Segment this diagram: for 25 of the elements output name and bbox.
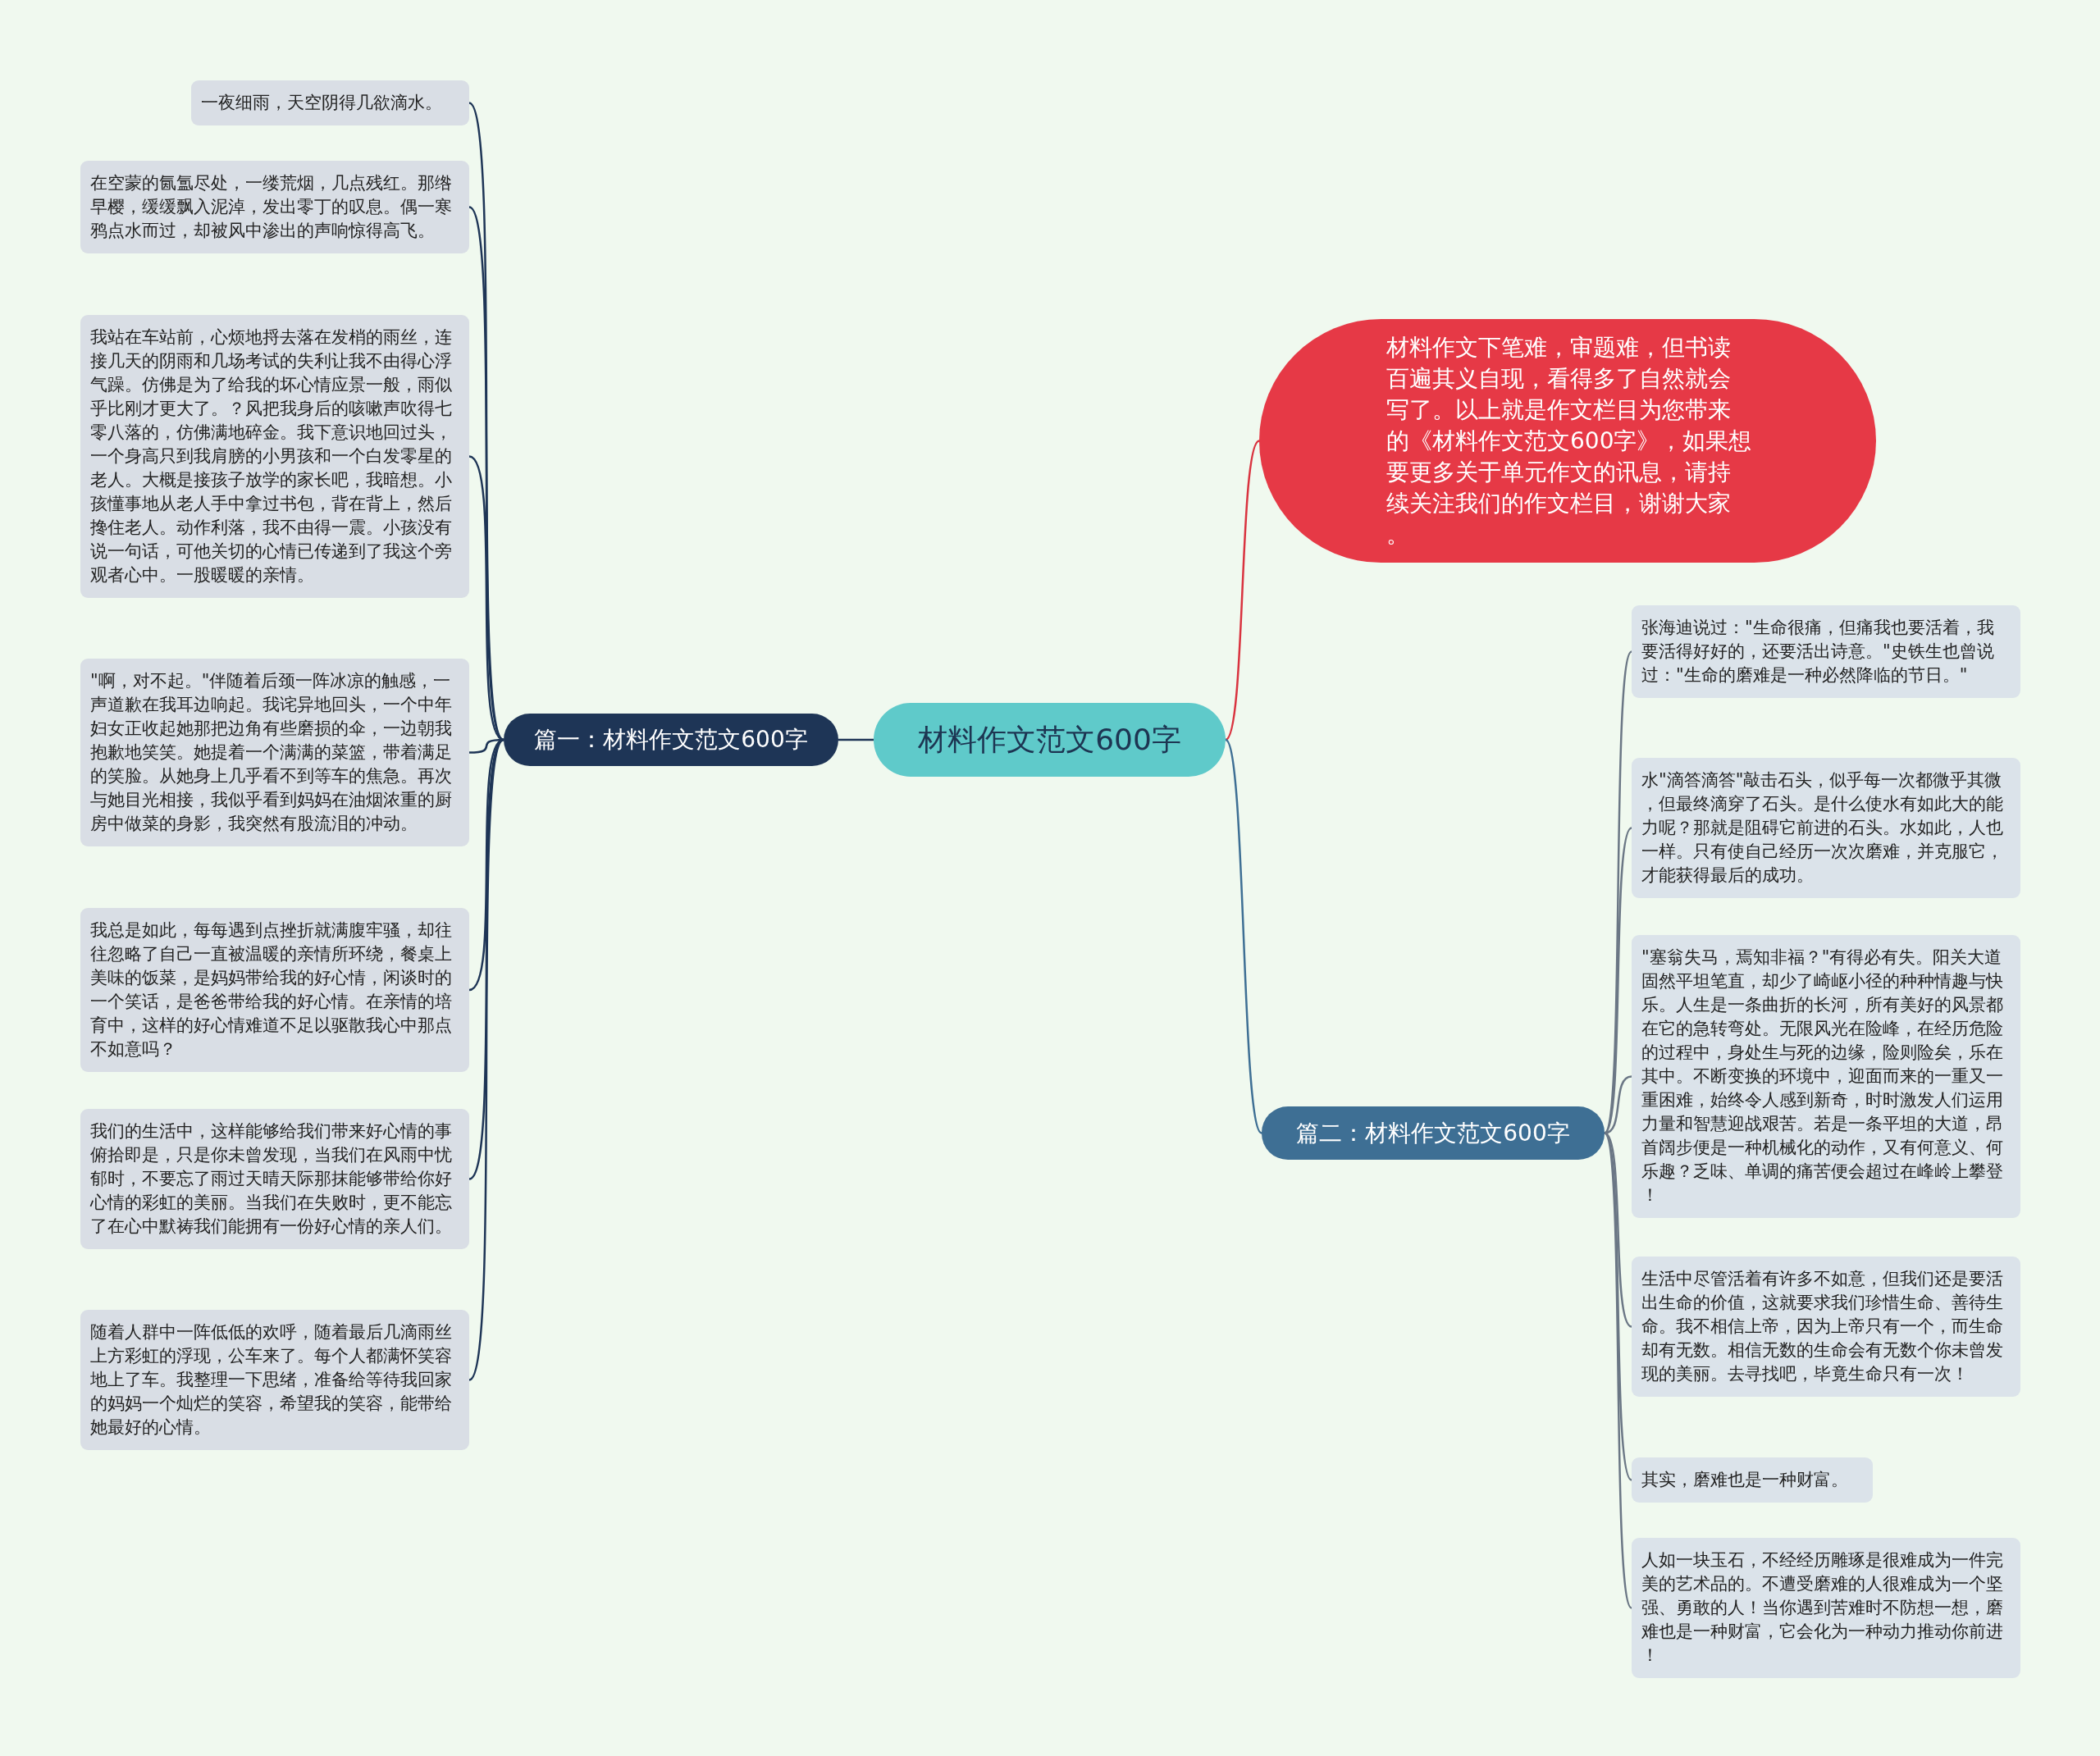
connector-line bbox=[838, 738, 874, 741]
connector-line bbox=[1604, 827, 1632, 1134]
text-card: 水"滴答滴答"敲击石头，似乎每一次都微乎其微，但最终滴穿了石头。是什么使水有如此大的能力呢？那就是阻碍它前进的石头。水如此，人也一样。只有使自己经历一次次磨难，并克服它，才能获得最后的成功。 bbox=[1632, 758, 2020, 898]
text-card: 随着人群中一阵低低的欢呼，随着最后几滴雨丝上方彩虹的浮现，公车来了。每个人都满怀笑容地上了车。我整理一下思绪，准备给等待我回家的妈妈一个灿烂的笑容，希望我的笑容，能带给她最好的心情。 bbox=[80, 1310, 469, 1450]
text-card: 其实，磨难也是一种财富。 bbox=[1632, 1457, 1873, 1503]
connector-line bbox=[468, 739, 504, 1180]
branch-topic: 篇二：材料作文范文600字 bbox=[1262, 1106, 1605, 1160]
text-card: 生活中尽管活着有许多不如意，但我们还是要活出生命的价值，这就要求我们珍惜生命、善待生命。我不相信上帝，因为上帝只有一个，而生命却有无数。相信无数的生命会有无数个你未曾发现的美丽。去寻找吧，毕竟生命只有一次！ bbox=[1632, 1257, 2020, 1397]
text-card: 我站在车站前，心烦地捋去落在发梢的雨丝，连接几天的阴雨和几场考试的失利让我不由得心浮气躁。仿佛是为了给我的坏心情应景一般，雨似乎比刚才更大了。？风把我身后的咳嗽声吹得七零八落的，仿佛满地碎金。我下意识地回过头，一个身高只到我肩膀的小男孩和一个白发零星的老人。大概是接孩子放学的家长吧，我暗想。小孩懂事地从老人手中拿过书包，背在背上，然后搀住老人。动作利落，我不由得一震。小孩没有说一句话，可他关切的心情已传递到了我这个旁观者心中。一股暖暖的亲情。 bbox=[80, 315, 469, 598]
text-card: 人如一块玉石，不经经历雕琢是很难成为一件完美的艺术品的。不遭受磨难的人很难成为一个坚强、勇敢的人！当你遇到苦难时不防想一想，磨难也是一种财富，它会化为一种动力推动你前进！ bbox=[1632, 1538, 2020, 1678]
connector-line bbox=[1224, 739, 1263, 1134]
text-card: "啊，对不起。"伴随着后颈一阵冰凉的触感，一声道歉在我耳边响起。我诧异地回头，一个中年妇女正收起她那把边角有些磨损的伞，一边朝我抱歉地笑笑。她提着一个满满的菜篮，带着满足的笑脸。从她身上几乎看不到等车的焦急。再次与她目光相接，我似乎看到妈妈在油烟浓重的厨房中做菜的身影，我突然有股流泪的冲动。 bbox=[80, 659, 469, 846]
text-card: 我总是如此，每每遇到点挫折就满腹牢骚，却往往忽略了自己一直被温暖的亲情所环绕，餐桌上美味的饭菜，是妈妈带给我的好心情，闲谈时的一个笑话，是爸爸带给我的好心情。在亲情的培育中，这样的好心情难道不足以驱散我心中那点不如意吗？ bbox=[80, 908, 469, 1072]
branch-topic: 篇一：材料作文范文600字 bbox=[504, 714, 838, 766]
connector-line bbox=[468, 455, 504, 741]
text-card: 张海迪说过："生命很痛，但痛我也要活着，我要活得好好的，还要活出诗意。"史铁生也曾说过："生命的磨难是一种必然降临的节日。" bbox=[1632, 605, 2020, 698]
connector-line bbox=[468, 739, 505, 1381]
text-card: 在空蒙的氤氲尽处，一缕荒烟，几点残红。那绺早樱，缓缓飘入泥淖，发出零丁的叹息。偶一寒鸦点水而过，却被风中渗出的声响惊得高飞。 bbox=[80, 161, 469, 253]
text-card: 我们的生活中，这样能够给我们带来好心情的事俯拾即是，只是你未曾发现，当我们在风雨中忧郁时，不要忘了雨过天晴天际那抹能够带给你好心情的彩虹的美丽。当我们在失败时，更不能忘了在心中默祷我们能拥有一份好心情的亲人们。 bbox=[80, 1109, 469, 1249]
connector-line bbox=[1225, 440, 1260, 741]
connector-line bbox=[1603, 1132, 1633, 1609]
text-card: 一夜细雨，天空阴得几欲滴水。 bbox=[191, 80, 469, 125]
central-topic: 材料作文范文600字 bbox=[874, 703, 1226, 777]
text-card: "塞翁失马，焉知非福？"有得必有失。阳关大道固然平坦笔直，却少了崎岖小径的种种情趣与快乐。人生是一条曲折的长河，所有美好的风景都在它的急转弯处。无限风光在险峰，在经历危险的过程中，身处生与死的边缘，险则险矣，乐在其中。不断变换的环境中，迎面而来的一重又一重困难，始终令人感到新奇，时时激发人们运用力量和智慧迎战艰苦。若是一条平坦的大道，昂首阔步便是一种机械化的动作，又有何意义、何乐趣？乏味、单调的痛苦便会超过在峰岭上攀登！ bbox=[1632, 935, 2020, 1218]
summary-pill: 材料作文下笔难，审题难，但书读百遍其义自现，看得多了自然就会写了。以上就是作文栏目为您带来的《材料作文范文600字》，如果想要更多关于单元作文的讯息，请持续关注我们的作文栏目，谢谢大家。 bbox=[1259, 319, 1876, 563]
